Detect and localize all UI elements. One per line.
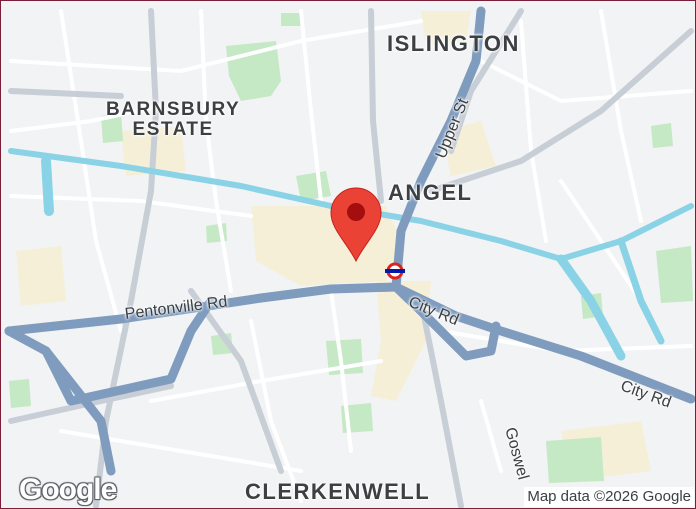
map-pin-icon[interactable] xyxy=(330,187,382,263)
regents-canal xyxy=(8,148,694,361)
google-logo: Google xyxy=(19,473,117,506)
main-roads xyxy=(4,6,695,476)
minor-streets xyxy=(9,9,693,503)
area-label-clerkenwell: CLERKENWELL xyxy=(245,479,431,504)
area-label-barnsbury: BARNSBURY ESTATE xyxy=(106,99,241,140)
underground-roundel-icon xyxy=(385,262,405,280)
map-attribution[interactable]: Map data ©2026 Google xyxy=(524,487,694,507)
area-label-islington: ISLINGTON xyxy=(387,31,520,56)
area-label-angel: ANGEL xyxy=(388,180,473,205)
secondary-roads xyxy=(8,8,694,508)
